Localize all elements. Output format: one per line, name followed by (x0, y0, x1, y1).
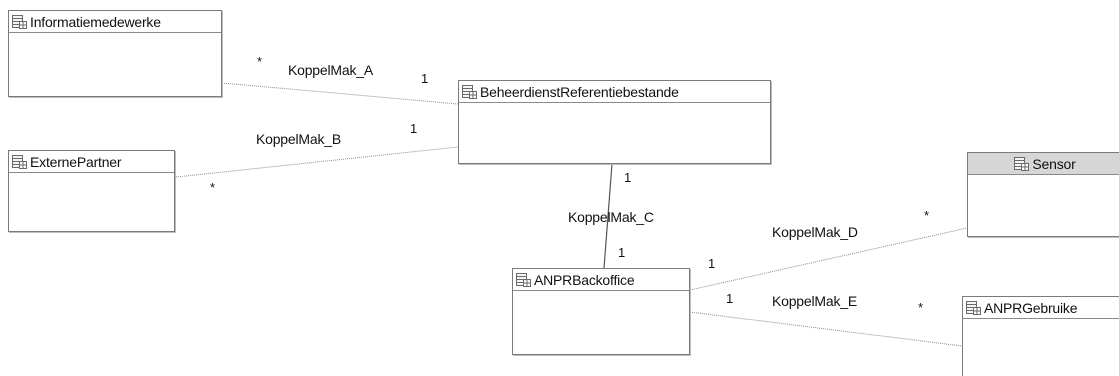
entity-name: ANPRBackoffice (534, 271, 635, 288)
entity-sensor[interactable]: Sensor (967, 152, 1119, 237)
relation-e-label: KoppelMak_E (772, 293, 857, 309)
relation-c-bottom-mult: 1 (618, 245, 626, 260)
entity-externepartner[interactable]: ExternePartner (8, 150, 175, 232)
table-icon (966, 300, 981, 315)
relation-b-label: KoppelMak_B (256, 131, 341, 147)
entity-header: ANPRGebruike (963, 297, 1119, 319)
entity-header: BeheerdienstReferentiebestande (459, 81, 770, 103)
relation-d-far-mult: * (924, 208, 929, 223)
entity-informatiemedewerke[interactable]: Informatiemedewerke (8, 10, 222, 97)
table-icon (12, 154, 27, 169)
entity-beheerdienst[interactable]: BeheerdienstReferentiebestande (458, 80, 771, 164)
table-icon (12, 14, 27, 29)
table-icon (462, 84, 477, 99)
table-icon (516, 272, 531, 287)
connector-a (221, 82, 459, 105)
entity-name: ExternePartner (30, 153, 122, 170)
relation-a-near-mult: * (257, 54, 262, 69)
entity-name: Informatiemedewerke (30, 13, 161, 30)
relation-a-label: KoppelMak_A (288, 62, 373, 78)
entity-anprgebruiker[interactable]: ANPRGebruike (962, 296, 1119, 376)
relation-d-near-mult: 1 (708, 256, 716, 271)
relation-c-top-mult: 1 (624, 170, 632, 185)
entity-header: ExternePartner (9, 151, 174, 173)
connector-d (689, 227, 968, 291)
connector-c (603, 163, 613, 269)
connector-e (689, 311, 963, 347)
relation-e-near-mult: 1 (726, 291, 734, 306)
relation-b-far-mult: 1 (410, 121, 418, 136)
entity-name: BeheerdienstReferentiebestande (480, 83, 679, 100)
relation-c-label: KoppelMak_C (568, 209, 654, 225)
entity-name: ANPRGebruike (984, 299, 1078, 316)
entity-header: Sensor (968, 153, 1119, 175)
connector-b (175, 146, 459, 178)
entity-header: ANPRBackoffice (513, 269, 689, 291)
entity-anprbackoffice[interactable]: ANPRBackoffice (512, 268, 690, 355)
entity-name: Sensor (1032, 155, 1076, 172)
relation-e-far-mult: * (918, 300, 923, 315)
entity-header: Informatiemedewerke (9, 11, 221, 33)
table-icon (1014, 156, 1030, 171)
relation-d-label: KoppelMak_D (772, 224, 858, 240)
relation-b-near-mult: * (210, 180, 215, 195)
relation-a-far-mult: 1 (421, 71, 429, 86)
